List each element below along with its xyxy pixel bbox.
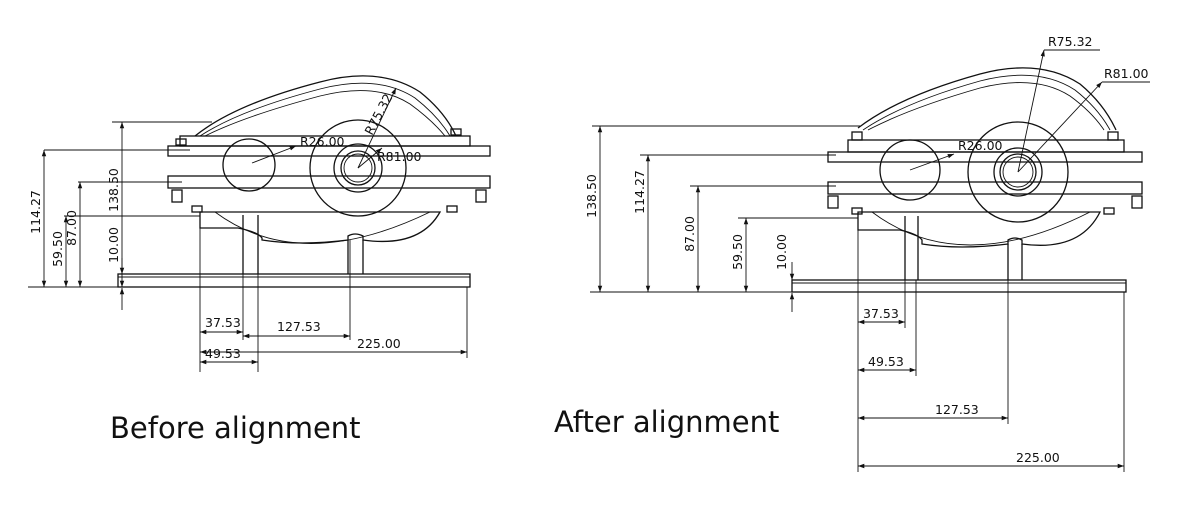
after-drawing: R75.32 R81.00 R26.00 138.50 114.27 87.00… [584,34,1150,472]
before-horizontal-dimensions [199,215,468,372]
before-vertical-dimensions [28,121,212,310]
after-radius-small-label: R26.00 [958,138,1003,153]
after-vertical-dimensions [590,125,860,312]
after-caption: After alignment [554,405,779,439]
before-dim-h37-label: 37.53 [205,315,241,330]
before-dim-h49-label: 49.53 [205,346,241,361]
after-radius-leaders [909,49,1150,173]
before-dim-v87-label: 87.00 [64,210,79,246]
after-dim-v87-label: 87.00 [682,216,697,252]
after-radius-large-label: R81.00 [1104,66,1149,81]
after-dim-v59-label: 59.50 [730,234,745,270]
before-dim-h225-label: 225.00 [357,336,401,351]
before-radius-small-label: R26.00 [300,134,345,149]
before-drawing: R26.00 R75.32 R81.00 114.27 138.50 87.00… [28,75,491,372]
before-gearbox-housing [117,75,491,288]
after-dim-v10-label: 10.00 [774,234,789,270]
after-dim-v138-label: 138.50 [584,174,599,218]
after-dim-h225-label: 225.00 [1016,450,1060,465]
before-dim-v114-label: 114.27 [28,190,43,234]
before-dim-v59-label: 59.50 [50,231,65,267]
before-dim-h127-label: 127.53 [277,319,321,334]
after-dim-v114-label: 114.27 [632,170,647,214]
before-dim-v10-label: 10.00 [106,227,121,263]
before-radius-leaders [251,87,397,169]
before-caption: Before alignment [110,411,361,445]
after-horizontal-dimensions [857,216,1125,472]
before-dim-v138-label: 138.50 [106,168,121,212]
after-dim-h37-label: 37.53 [863,306,899,321]
after-radius-mid-label: R75.32 [1048,34,1092,49]
after-gearbox-housing [791,67,1143,293]
before-radius-large-label: R81.00 [377,149,422,164]
after-dim-h127-label: 127.53 [935,402,979,417]
after-dim-h49-label: 49.53 [868,354,904,369]
before-radius-mid-label: R75.32 [361,91,395,137]
